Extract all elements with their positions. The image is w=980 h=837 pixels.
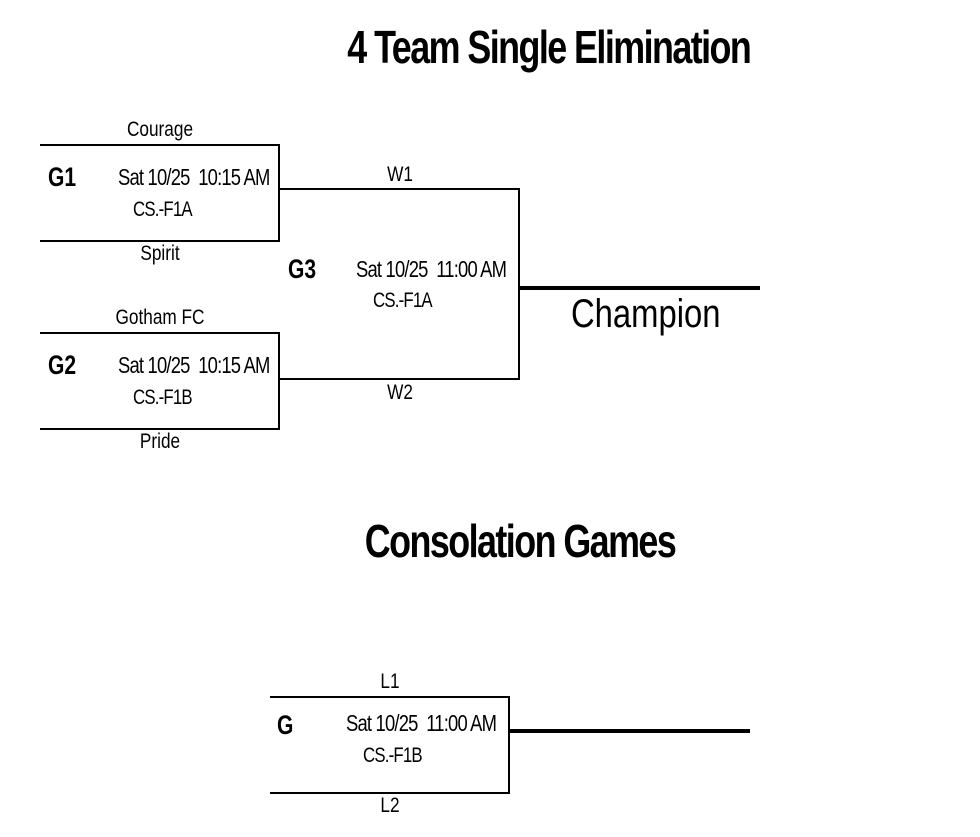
g2-bottom-team: Pride: [139, 430, 181, 453]
champion-line: [520, 286, 760, 290]
consolation-winner-line: [510, 729, 750, 733]
g3-datetime: Sat 10/25 11:00 AM: [356, 256, 507, 282]
g3-right-line: [518, 188, 520, 380]
g3-top-team: W1: [387, 163, 413, 186]
bracket-title: 4 Team Single Elimination: [347, 21, 752, 73]
g2-right-line: [278, 332, 280, 430]
consolation-bottom-team: L2: [380, 794, 400, 817]
consolation-top-team: L1: [380, 670, 400, 693]
consolation-top-line: [270, 696, 510, 698]
g1-bottom-team: Spirit: [140, 242, 180, 265]
champion-label: Champion: [571, 292, 721, 336]
g1-bottom-line: [40, 240, 280, 242]
consolation-title: Consolation Games: [364, 515, 677, 567]
g2-top-team: Gotham FC: [115, 306, 205, 329]
g3-top-line: [280, 188, 520, 190]
g3-location: CS.-F1A: [373, 289, 433, 312]
consolation-game-id: G: [277, 710, 294, 740]
consolation-right-line: [508, 696, 510, 794]
g1-location: CS.-F1A: [133, 198, 193, 221]
g1-top-team: Courage: [126, 118, 194, 141]
g2-bottom-line: [40, 428, 280, 430]
g2-datetime: Sat 10/25 10:15 AM: [118, 352, 270, 378]
g2-location: CS.-F1B: [133, 386, 193, 409]
consolation-datetime: Sat 10/25 11:00 AM: [346, 710, 497, 736]
g1-top-line: [40, 144, 280, 146]
consolation-bottom-line: [270, 792, 510, 794]
g3-bottom-team: W2: [387, 381, 413, 404]
g1-game-id: G1: [48, 162, 77, 192]
g3-bottom-line: [280, 378, 520, 380]
consolation-location: CS.-F1B: [363, 744, 423, 767]
g1-right-line: [278, 144, 280, 242]
g1-datetime: Sat 10/25 10:15 AM: [118, 164, 270, 190]
g2-top-line: [40, 332, 280, 334]
g2-game-id: G2: [48, 350, 77, 380]
g3-game-id: G3: [288, 254, 317, 284]
